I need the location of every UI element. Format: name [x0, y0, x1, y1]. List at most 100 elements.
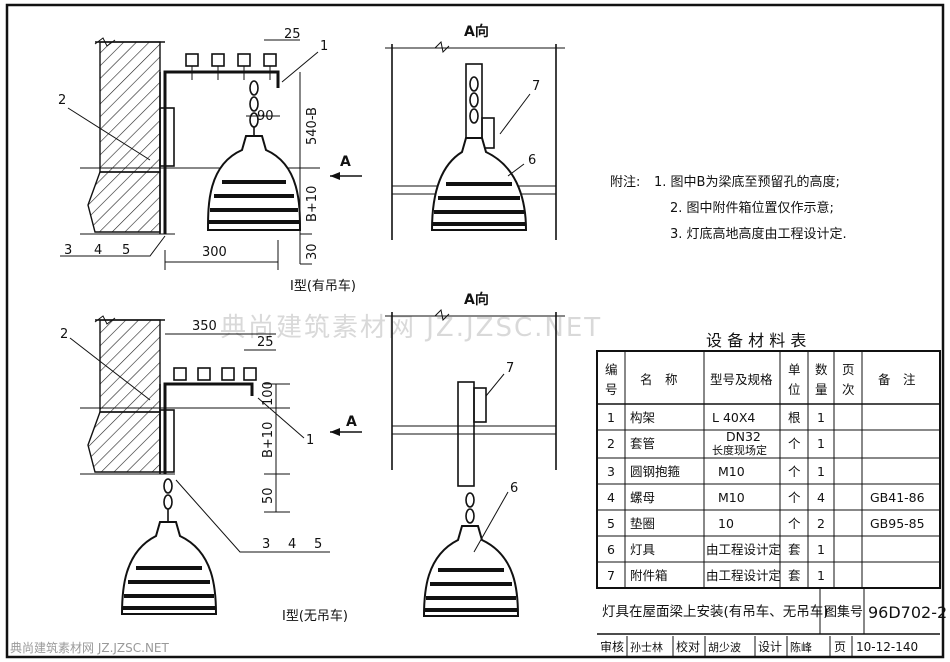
th-qty-1: 数 — [815, 362, 828, 377]
callout-6-bottom: 6 — [510, 481, 518, 496]
cell-qty: 1 — [817, 464, 825, 479]
cell-unit: 根 — [788, 410, 801, 425]
callout-5-top: 5 — [122, 243, 130, 258]
cell-no: 3 — [607, 464, 615, 479]
page-number: 10-12-140 — [856, 640, 918, 654]
callout-4-top: 4 — [94, 243, 102, 258]
signature-2: 胡少波 — [708, 640, 741, 654]
table-row: 6 灯具 由工程设计定 套 1 — [607, 542, 825, 557]
table-row: 1 构架 L 40X4 根 1 — [607, 410, 825, 425]
callout-2-top: 2 — [58, 93, 66, 108]
th-unit-2: 位 — [788, 382, 801, 397]
table-row: 7 附件箱 由工程设计定 套 1 — [607, 568, 825, 583]
dim-300: 300 — [202, 245, 227, 260]
arrow-a-label-bottom: A — [346, 414, 357, 430]
title-block-dividers — [626, 636, 853, 657]
cell-no: 5 — [607, 516, 615, 531]
notes-heading: 附注: — [610, 175, 640, 190]
table-row: 3 圆钢抱箍 M10 个 1 — [607, 464, 825, 479]
dim-100: 100 — [261, 381, 276, 406]
cell-qty: 4 — [817, 490, 825, 505]
callout-2-bottom: 2 — [60, 327, 68, 342]
cell-remark: GB95-85 — [870, 516, 925, 531]
dim-25-bottom: 25 — [257, 335, 274, 350]
cell-name: 套管 — [630, 436, 655, 451]
note-1: 1. 图中B为梁底至预留孔的高度; — [654, 174, 840, 190]
cell-spec: L 40X4 — [712, 410, 755, 425]
callout-7-top: 7 — [532, 79, 540, 94]
cell-spec-2: 长度现场定 — [712, 443, 767, 457]
cell-no: 4 — [607, 490, 615, 505]
cell-no: 6 — [607, 542, 615, 557]
signature-1: 孙士林 — [630, 640, 663, 654]
th-spec: 型号及规格 — [710, 372, 773, 387]
equipment-table — [596, 350, 941, 635]
table-row: 5 垫圈 10 个 2 GB95-85 — [607, 516, 925, 531]
arrow-a-bottom — [330, 428, 362, 436]
dim-25-top: 25 — [284, 27, 301, 42]
th-page-1: 页 — [842, 362, 855, 377]
table-row: 4 螺母 M10 个 4 GB41-86 — [607, 490, 925, 505]
watermark-bottom: 典尚建筑素材网 JZ.JZSC.NET — [10, 640, 170, 655]
callout-5-bottom: 5 — [314, 537, 322, 552]
dim-350: 350 — [192, 319, 217, 334]
dim-30: 30 — [305, 243, 320, 260]
note-3: 3. 灯底高地高度由工程设计定. — [670, 226, 847, 242]
cell-name: 附件箱 — [630, 568, 668, 583]
view-a-label-bottom: A向 — [464, 291, 489, 308]
cell-spec: 由工程设计定 — [706, 542, 781, 557]
callout-4-bottom: 4 — [288, 537, 296, 552]
callout-3-bottom: 3 — [262, 537, 270, 552]
cell-name: 构架 — [630, 410, 655, 425]
dim-50: 50 — [261, 487, 276, 504]
dim-b10-top: B+10 — [305, 186, 320, 222]
arrow-a-top — [330, 172, 362, 180]
note-2: 2. 图中附件箱位置仅作示意; — [670, 200, 834, 216]
cell-name: 圆钢抱箍 — [630, 464, 681, 479]
arrow-a-label-top: A — [340, 154, 351, 170]
cell-remark: GB41-86 — [870, 490, 925, 505]
cell-name: 螺母 — [630, 490, 655, 505]
atlas-label: 图集号 — [824, 604, 863, 620]
cell-spec: M10 — [718, 464, 745, 479]
signature-3: 陈峰 — [790, 640, 812, 654]
check-label: 校对 — [676, 639, 700, 654]
cell-qty: 1 — [817, 410, 825, 425]
th-page-2: 次 — [842, 382, 855, 397]
table-row: 2 套管 DN32 长度现场定 个 1 — [607, 429, 825, 457]
type1-caption: Ⅰ型(有吊车) — [290, 278, 356, 294]
cell-qty: 1 — [817, 436, 825, 451]
th-name: 名 称 — [640, 372, 678, 387]
page-label: 页 — [834, 640, 846, 654]
cell-spec: 10 — [718, 516, 734, 531]
cell-unit: 套 — [788, 568, 801, 583]
cell-qty: 1 — [817, 542, 825, 557]
cell-no: 7 — [607, 568, 615, 583]
view-a-label-top: A向 — [464, 23, 489, 40]
type2-caption: Ⅰ型(无吊车) — [282, 608, 348, 624]
th-qty-2: 量 — [815, 382, 828, 397]
th-unit-1: 单 — [788, 362, 801, 377]
drawing-title: 灯具在屋面梁上安装(有吊车、无吊车) — [602, 603, 829, 620]
cell-unit: 套 — [788, 542, 801, 557]
type1-side-view — [60, 37, 320, 270]
th-no-2: 号 — [605, 382, 618, 397]
cell-qty: 2 — [817, 516, 825, 531]
callout-6-top: 6 — [528, 153, 536, 168]
review-label: 审核 — [600, 639, 624, 654]
cell-no: 1 — [607, 410, 615, 425]
cell-unit: 个 — [788, 490, 801, 505]
cell-spec: 由工程设计定 — [706, 568, 781, 583]
cell-unit: 个 — [788, 436, 801, 451]
sheet-border — [5, 3, 945, 659]
design-label: 设计 — [758, 640, 782, 654]
view-a-top — [385, 40, 565, 240]
callout-1-bottom: 1 — [306, 433, 314, 448]
type2-side-view — [69, 315, 330, 615]
table-title: 设 备 材 料 表 — [706, 331, 806, 350]
th-remark: 备 注 — [878, 372, 916, 387]
cell-spec: DN32 — [726, 429, 761, 444]
callout-3-top: 3 — [64, 243, 72, 258]
cell-qty: 1 — [817, 568, 825, 583]
